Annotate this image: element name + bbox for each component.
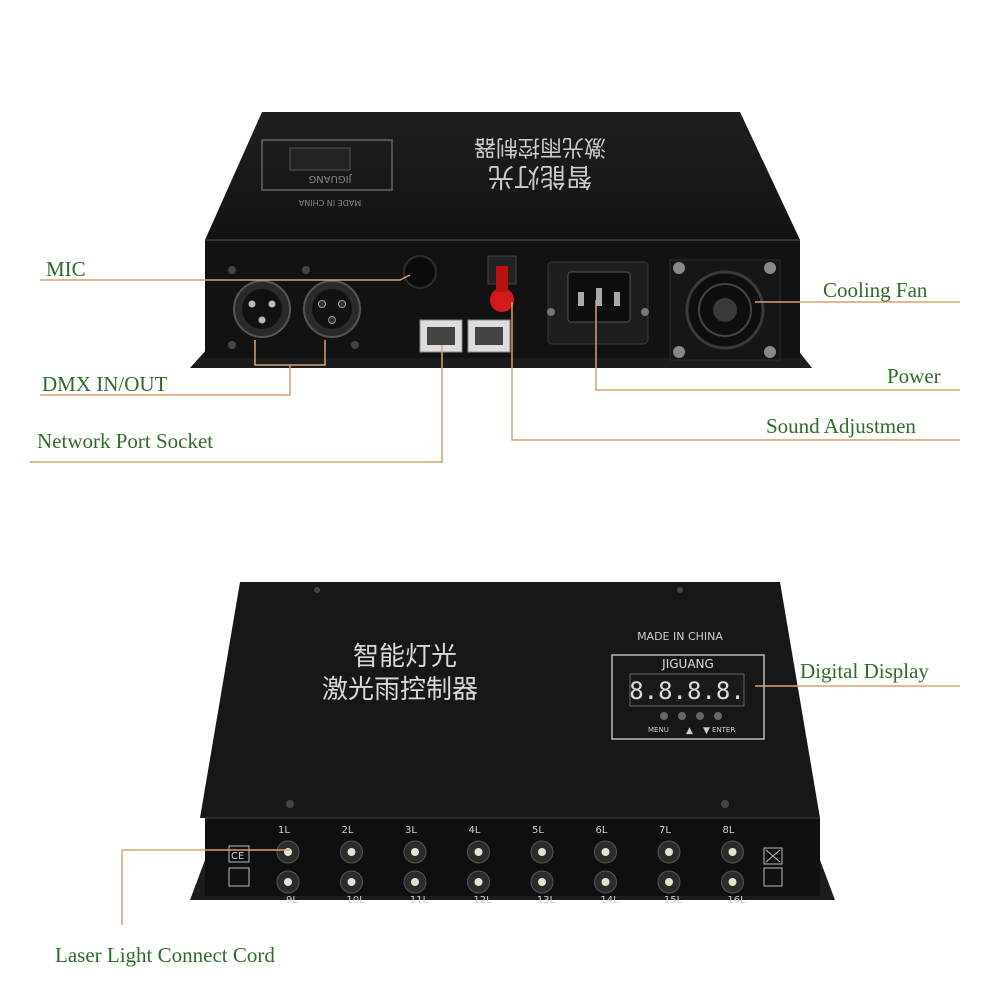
- laser-port-8L-pin: [728, 848, 737, 856]
- dmx-leader: [40, 365, 291, 396]
- laser-port-9L-pin: [284, 878, 292, 886]
- dmx-in-connector: [233, 280, 291, 338]
- power-label: Power: [887, 364, 941, 388]
- bottom-made-in-label: MADE IN CHINA: [637, 630, 723, 643]
- top-controller: JIGUANG MADE IN CHINA 智能灯光 激光雨控制器: [190, 112, 812, 368]
- port-label-bottom-6: 15L: [664, 895, 683, 906]
- port-label-bottom-0: 9L: [286, 895, 298, 906]
- laser-port-12L-pin: [474, 878, 483, 886]
- top-made-in-label: MADE IN CHINA: [298, 198, 361, 207]
- menu-button-label: MENU: [648, 726, 669, 734]
- bottom-chinese-line1: 智能灯光: [353, 642, 457, 672]
- laser-port-1L-pin: [284, 848, 292, 856]
- cooling-fan: [669, 259, 781, 361]
- digital-display-label: Digital Display: [800, 659, 929, 683]
- laser-port-11L-pin: [411, 878, 419, 886]
- top-chinese-line1: 智能灯光: [488, 161, 592, 191]
- bottom-lid: [200, 582, 820, 818]
- network-label: Network Port Socket: [37, 429, 214, 453]
- power-leader: [595, 300, 960, 391]
- port-label-top-7: 8L: [723, 825, 735, 836]
- port-label-top-1: 2L: [342, 825, 354, 836]
- laser-port-14L-pin: [601, 878, 610, 886]
- dmx-out-connector: [303, 280, 361, 338]
- ce-mark-text: CE: [231, 851, 244, 862]
- rohs-mark-icon: [228, 867, 250, 887]
- bottom-controller: 智能灯光 激光雨控制器 MADE IN CHINA JIGUANG 8.8.8.…: [190, 582, 835, 906]
- laser-port-5L-pin: [538, 848, 546, 856]
- laser-port-2L-pin: [347, 848, 356, 856]
- digital-display-panel: JIGUANG 8.8.8.8. MENU ▲ ▼ ENTER: [611, 654, 765, 740]
- dmx-label: DMX IN/OUT: [42, 372, 168, 396]
- cooling-fan-label: Cooling Fan: [823, 278, 928, 302]
- laser-port-10L-pin: [347, 878, 356, 886]
- port-label-top-5: 6L: [596, 825, 608, 836]
- port-label-top-6: 7L: [659, 825, 671, 836]
- laser-port-15L-pin: [665, 878, 673, 886]
- leader-lines: [30, 274, 960, 925]
- top-chinese-line2: 激光雨控制器: [474, 134, 606, 159]
- port-label-top-0: 1L: [278, 825, 290, 836]
- seven-segment-readout: 8.8.8.8.: [629, 677, 745, 705]
- port-label-bottom-7: 16L: [727, 895, 746, 906]
- network-leader: [30, 345, 443, 463]
- port-label-bottom-3: 12L: [473, 895, 492, 906]
- laser-port-16L-pin: [728, 878, 737, 886]
- port-label-bottom-2: 11L: [410, 895, 429, 906]
- up-arrow-icon: ▲: [686, 726, 693, 736]
- port-label-bottom-5: 14L: [600, 895, 619, 906]
- port-label-top-2: 3L: [405, 825, 417, 836]
- laser-port-4L-pin: [474, 848, 483, 856]
- mic-leader: [40, 274, 411, 281]
- laser-port-grid: 1L 9L 2L 10L 3L 11L 4L 12L 5L 13L 6L 14L 7L 15L 8L 16L: [276, 825, 746, 906]
- network-port-2: [467, 319, 511, 353]
- top-brand-label: JIGUANG: [308, 173, 352, 184]
- laser-leader: [121, 849, 290, 925]
- sound-leader: [511, 302, 960, 441]
- enter-button-label: ENTER: [712, 726, 735, 734]
- top-display-window: JIGUANG MADE IN CHINA: [261, 139, 393, 207]
- port-label-top-4: 5L: [532, 825, 544, 836]
- weee-bin-icon: [763, 847, 783, 865]
- mic-label: MIC: [46, 257, 86, 281]
- ce-mark-icon: [228, 845, 250, 863]
- bottom-brand-label: JIGUANG: [661, 657, 714, 671]
- network-port-1: [419, 319, 463, 353]
- laser-port-7L-pin: [665, 848, 673, 856]
- sound-adjust-label: Sound Adjustmen: [766, 414, 916, 438]
- port-label-bottom-1: 10L: [346, 895, 365, 906]
- power-inlet: [547, 261, 649, 345]
- recycle-mark-icon: [763, 867, 783, 887]
- laser-cord-label: Laser Light Connect Cord: [55, 943, 275, 967]
- down-arrow-icon: ▼: [703, 726, 710, 736]
- sound-adjust-knob: [487, 255, 517, 312]
- laser-port-3L-pin: [411, 848, 419, 856]
- laser-port-6L-pin: [601, 848, 610, 856]
- port-label-top-3: 4L: [469, 825, 481, 836]
- laser-port-13L-pin: [538, 878, 546, 886]
- bottom-chinese-line2: 激光雨控制器: [322, 675, 478, 705]
- mic-hole: [403, 255, 437, 289]
- bottom-front-panel: [205, 818, 820, 896]
- port-label-bottom-4: 13L: [537, 895, 556, 906]
